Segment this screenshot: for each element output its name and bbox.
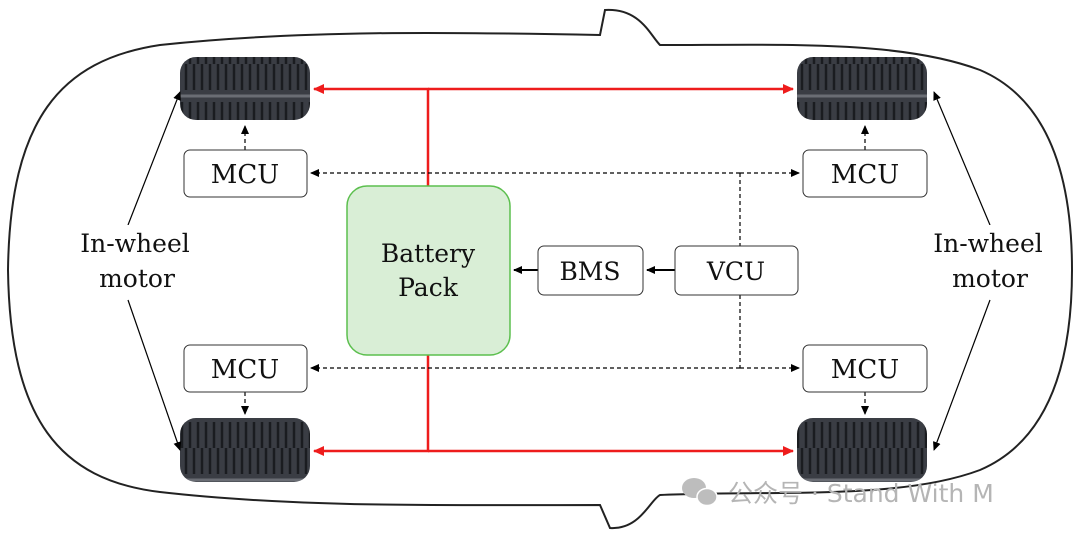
mcu-label: MCU: [831, 160, 899, 190]
bms-box: BMS: [537, 245, 644, 296]
motor-pointer: [127, 91, 181, 226]
svg-text:In-wheel: In-wheel: [80, 229, 190, 258]
wechat-icon: [682, 478, 718, 507]
car-outline: [6, 8, 1074, 530]
motor-label-right: In-wheel motor: [925, 225, 1055, 295]
motor-pointer: [933, 299, 991, 451]
mcu-rear-left: MCU: [183, 344, 308, 393]
power-lines: [313, 84, 794, 456]
battery-label: Battery: [381, 239, 476, 268]
svg-text:motor: motor: [952, 264, 1028, 293]
svg-text:motor: motor: [99, 264, 175, 293]
vcu-box: VCU: [674, 245, 799, 296]
motor-pointer: [933, 91, 991, 226]
vcu-label: VCU: [706, 257, 765, 286]
mcu-label: MCU: [211, 160, 279, 190]
mcu-front-left: MCU: [183, 149, 308, 198]
tire-rear-left: [180, 418, 310, 482]
mcu-label: MCU: [831, 355, 899, 385]
battery-label: Pack: [398, 273, 459, 302]
mcu-label: MCU: [211, 355, 279, 385]
bms-label: BMS: [559, 257, 620, 286]
battery-pack: Battery Pack: [346, 185, 511, 356]
motor-pointer: [127, 299, 182, 451]
svg-text:In-wheel: In-wheel: [933, 229, 1043, 258]
tire-front-right: [797, 57, 927, 120]
tire-rear-right: [797, 418, 927, 482]
svg-text:公众号 · Stand With M: 公众号 · Stand With M: [728, 479, 994, 508]
control-lines: [241, 125, 869, 415]
motor-label-left: In-wheel motor: [70, 225, 200, 295]
watermark: 公众号 · Stand With M: [682, 478, 994, 508]
mcu-rear-right: MCU: [802, 344, 928, 393]
tire-front-left: [180, 57, 310, 120]
mcu-front-right: MCU: [802, 149, 928, 198]
